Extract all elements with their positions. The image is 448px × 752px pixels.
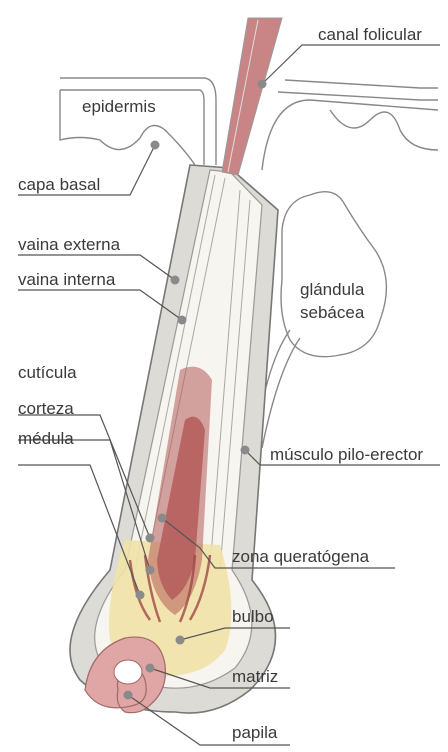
- label-sebacea: sebácea: [300, 303, 365, 322]
- label-bulbo: bulbo: [232, 607, 274, 626]
- label-capa-basal: capa basal: [18, 175, 100, 194]
- label-vaina-externa: vaina externa: [18, 235, 121, 254]
- label-glandula: glándula: [300, 280, 365, 299]
- label-zona-queratogena: zona queratógena: [232, 547, 370, 566]
- label-corteza: corteza: [18, 399, 74, 418]
- label-matriz: matriz: [232, 667, 278, 686]
- papilla-hollow: [114, 660, 142, 684]
- follicular-canal: [222, 18, 282, 175]
- label-vaina-interna: vaina interna: [18, 270, 116, 289]
- label-canal-folicular: canal folicular: [318, 25, 422, 44]
- label-epidermis: epidermis: [82, 97, 156, 116]
- label-musculo: músculo pilo-erector: [270, 445, 423, 464]
- label-papila: papila: [232, 723, 278, 742]
- label-medula: médula: [18, 429, 74, 448]
- sebaceous-gland: [281, 192, 386, 357]
- label-cuticula: cutícula: [18, 363, 77, 382]
